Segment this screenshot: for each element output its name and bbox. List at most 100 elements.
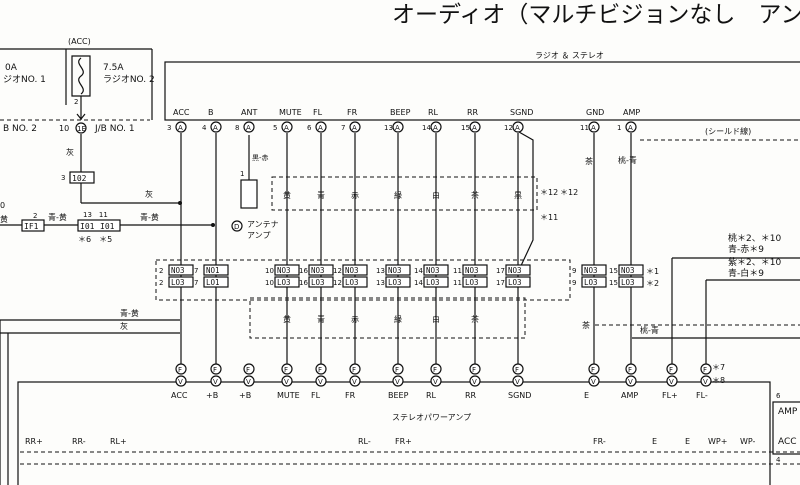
radio-pin-conn: A <box>318 124 323 132</box>
brown-label: 茶 <box>585 156 593 166</box>
radio-pin-number: 15 <box>461 124 470 132</box>
relay-connector-rows: NO3LO322NO1LO177NO3LO31010NO3LO31616NO3L… <box>155 259 644 301</box>
relay-pin-bottom: 17 <box>496 279 505 287</box>
amp-pin-connector-top <box>625 363 637 375</box>
radio-pin-name: ANT <box>241 108 257 117</box>
amp-conn-v: V <box>472 378 477 386</box>
pins-13-11: 13 11 <box>83 211 108 219</box>
amp-bottom-label: RR- <box>72 437 86 446</box>
amp-pin-connector-bottom <box>210 375 222 387</box>
amp-bottom-label: FR+ <box>395 437 412 446</box>
relay-label-top: NO3 <box>277 266 291 275</box>
relay-box-bottom <box>581 276 607 288</box>
amp-conn-v: V <box>246 378 251 386</box>
radio-pin-conn: A <box>284 124 289 132</box>
left-fuse-amp: 0A <box>5 63 18 73</box>
relay-label-top: NO3 <box>426 266 440 275</box>
amp-conn-f: F <box>352 366 356 374</box>
relay-label-bottom: LO3 <box>277 278 291 287</box>
relay-pin-top: 12 <box>333 267 342 275</box>
amp-pin-connector-bottom <box>700 375 712 387</box>
left-zero: 0 <box>0 201 5 210</box>
jb2-label: B NO. 2 <box>3 124 37 134</box>
radio-pin-connector <box>625 121 637 133</box>
amp-conn-f: F <box>395 366 399 374</box>
radio-pin-conn: A <box>628 124 633 132</box>
relay-label-bottom: LO3 <box>311 278 325 287</box>
wire-color-label: 青 <box>317 190 325 200</box>
amp-pin-name: +B <box>206 391 218 400</box>
jb1-label: J/B NO. 1 <box>94 124 135 134</box>
wire-color-label: 赤 <box>351 315 359 324</box>
amp-pin-connector-top <box>315 363 327 375</box>
radio-pin-number: 14 <box>422 124 431 132</box>
amp-bottom-label: WP- <box>740 437 756 446</box>
relay-label-bottom: LO3 <box>465 278 479 287</box>
relay-dashed-frame <box>155 259 571 301</box>
if1-label: IF1 <box>24 222 39 231</box>
relay-label-bottom: LO3 <box>345 278 359 287</box>
relay-pin-bottom: 10 <box>265 279 274 287</box>
wire-color-label: 白 <box>432 314 440 324</box>
radio-pin-connector <box>175 121 187 133</box>
relay-pin-bottom: 9 <box>572 279 576 287</box>
radio-pin-connector <box>281 121 293 133</box>
relay-box-bottom <box>423 276 449 288</box>
amp-conn-v: V <box>703 378 708 386</box>
right-box-label2: ACC <box>778 437 797 447</box>
relay-label-bottom: LO1 <box>206 278 220 287</box>
relay-box-bottom <box>203 276 229 288</box>
amp-conn-v: V <box>433 378 438 386</box>
amp-pin-connector-top <box>243 363 255 375</box>
amp-pin-name: ACC <box>171 391 188 400</box>
radio-pin-conn: A <box>395 124 400 132</box>
gray-lower: 灰 <box>120 321 128 331</box>
radio-pin-name: SGND <box>510 108 533 117</box>
amp-pin-name: FL- <box>696 391 708 400</box>
wire-color-label: 緑 <box>394 190 402 200</box>
radio-title: ラジオ ＆ ステレオ <box>535 51 604 60</box>
amp-bottom-label: FR- <box>593 437 606 446</box>
antenna-amp-box <box>240 179 258 209</box>
relay-box-top <box>462 264 488 276</box>
amp-pin-connector-top <box>430 363 442 375</box>
relay-pin-bottom: 15 <box>609 279 618 287</box>
amp-pin-connector-bottom <box>392 375 404 387</box>
radio-pin-name: FR <box>347 108 358 117</box>
page-title: オーディオ（マルチビジョンなし アン <box>392 2 800 28</box>
amp-pin-connector-bottom <box>588 375 600 387</box>
radio-pin-connector <box>392 121 404 133</box>
amp-bottom-label: RL+ <box>110 437 127 446</box>
radio-pin-number: 5 <box>273 124 277 132</box>
amp-pin-connector-top <box>281 363 293 375</box>
relay-pin-bottom: 16 <box>299 279 308 287</box>
radio-pin-name: RR <box>467 108 479 117</box>
relay-box-top <box>308 264 334 276</box>
radio-pin-number: 11 <box>580 124 589 132</box>
amp-pin-connector-bottom <box>281 375 293 387</box>
pink-blue-label: 桃-青 <box>618 155 637 165</box>
amp-conn-f: F <box>178 366 182 374</box>
relay-box-bottom <box>342 276 368 288</box>
amp-conn-v: V <box>213 378 218 386</box>
left-circuit: 灰 3 102 灰 0 黄 IF1 2 青-黄 I01 I01 13 11 ＊6… <box>0 134 279 485</box>
brown-lower: 茶 <box>582 320 590 330</box>
amp-bottom-label: WP+ <box>708 437 727 446</box>
amp-pin-connector-top <box>349 363 361 375</box>
fuse-pin: 2 <box>74 98 78 106</box>
star12-b: ＊12 <box>560 188 578 197</box>
gray-label-2: 灰 <box>145 189 153 199</box>
radio-pin-name: AMP <box>623 108 640 117</box>
pink-blue-right: 桃-青 <box>640 325 659 335</box>
amp-pin-connector-bottom <box>469 375 481 387</box>
wire-color-label: 黄 <box>283 190 291 200</box>
amp-pin-name: MUTE <box>277 391 300 400</box>
amp-bottom-label: E <box>685 437 690 446</box>
note-3: 紫＊2、＊10 <box>728 257 781 268</box>
radio-pin-number: 6 <box>307 124 312 132</box>
radio-pin-conn: A <box>515 124 520 132</box>
relay-box-top <box>203 264 229 276</box>
amp-conn-f: F <box>703 366 707 374</box>
